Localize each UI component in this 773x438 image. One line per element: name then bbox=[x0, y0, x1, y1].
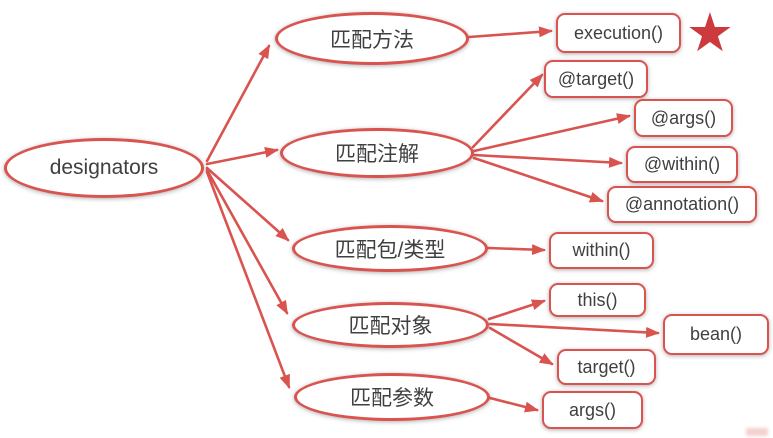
arrow-object-to-target bbox=[488, 326, 554, 366]
leaf-target: target() bbox=[557, 349, 656, 385]
node-match-package-type: 匹配包/类型 bbox=[292, 225, 488, 272]
leaf-at-annotation: @annotation() bbox=[607, 186, 757, 223]
leaf-at-within: @within() bbox=[626, 146, 738, 183]
arrow-root-to-match-params bbox=[205, 170, 291, 389]
leaf-bean: bean() bbox=[663, 314, 769, 355]
leaf-within: within() bbox=[549, 232, 654, 269]
node-match-annotation: 匹配注解 bbox=[280, 128, 474, 178]
star-icon: ★ bbox=[685, 1, 735, 64]
arrow-object-to-bean bbox=[488, 322, 660, 338]
leaf-at-target: @target() bbox=[544, 60, 648, 98]
arrow-annotation-to-at-annotation bbox=[472, 156, 604, 203]
arrow-root-to-match-annotation bbox=[205, 146, 279, 166]
leaf-at-args: @args() bbox=[634, 99, 733, 137]
arrow-annotation-to-at-within bbox=[472, 153, 623, 168]
leaf-args: args() bbox=[542, 391, 643, 429]
watermark-remnant bbox=[746, 428, 768, 436]
node-match-object: 匹配对象 bbox=[292, 302, 489, 348]
arrow-method-to-execution bbox=[467, 26, 553, 39]
arrow-root-to-match-method bbox=[205, 44, 271, 163]
leaf-this: this() bbox=[549, 283, 646, 317]
arrow-annotation-to-at-target bbox=[471, 73, 544, 149]
arrow-object-to-this bbox=[487, 299, 546, 321]
node-match-method: 匹配方法 bbox=[275, 12, 469, 65]
arrow-package-to-within bbox=[486, 244, 546, 256]
node-match-params: 匹配参数 bbox=[294, 373, 490, 421]
arrow-params-to-args bbox=[488, 396, 539, 413]
arrow-root-to-match-package bbox=[205, 166, 290, 242]
node-designators: designators bbox=[4, 138, 204, 198]
arrow-annotation-to-at-args bbox=[472, 113, 631, 153]
leaf-execution: execution() bbox=[556, 13, 681, 53]
arrow-root-to-match-object bbox=[205, 168, 289, 315]
